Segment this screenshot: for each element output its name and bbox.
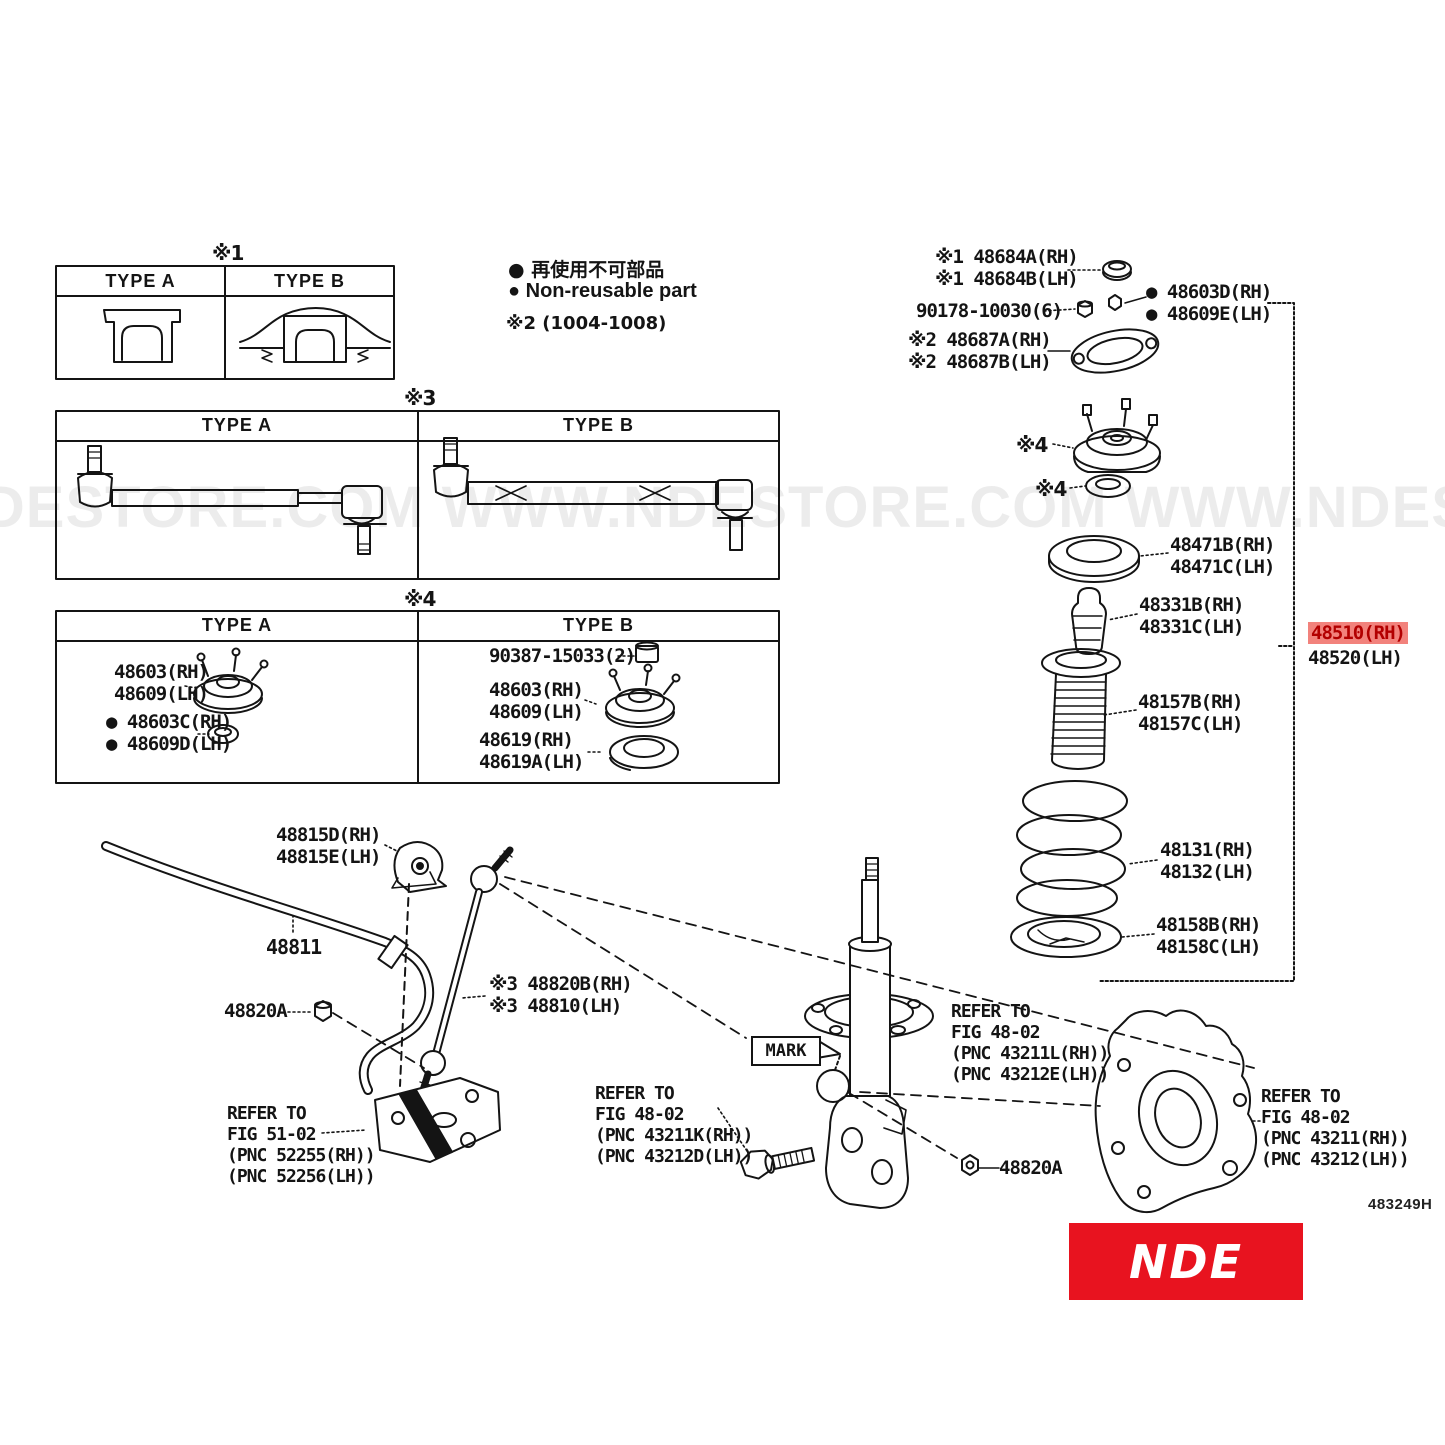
legend-non-reusable-jp: ● 再使用不可部品	[508, 259, 665, 281]
knuckle-drawing	[1094, 1009, 1257, 1214]
stabilizer-link-label: ※3 48820B(RH) ※3 48810(LH)	[489, 973, 633, 1017]
leader-lines-solid	[978, 296, 1147, 1169]
stabilizer-link-drawing	[416, 846, 514, 1104]
stabilizer-nut-right-label: 48820A	[999, 1157, 1063, 1179]
assembly-bracket	[1099, 302, 1295, 982]
support-gasket-label: ※2 48687A(RH) ※2 48687B(LH)	[908, 329, 1052, 373]
table-3-header-type-b: TYPE B	[562, 415, 634, 435]
body-bracket-drawing	[374, 1077, 501, 1163]
table-4-ref: ※4	[404, 587, 436, 611]
support-cap-label: ※1 48684A(RH) ※1 48684B(LH)	[935, 246, 1079, 290]
support-cap-drawing	[1102, 260, 1132, 281]
coil-spring-label: 48131(RH) 48132(LH)	[1160, 839, 1255, 883]
dust-cover-drawing	[1041, 648, 1121, 770]
table-3-header-type-a: TYPE A	[201, 415, 273, 435]
table-3-ref: ※3	[404, 386, 436, 410]
legend-non-reusable-en: ● Non-reusable part	[508, 280, 697, 302]
spring-lower-seat-drawing	[1010, 916, 1122, 958]
support-gasket-drawing	[1070, 328, 1160, 374]
stabilizer-bush-label: 48815D(RH) 48815E(LH)	[276, 824, 381, 868]
legend-note: ※2 (1004-1008)	[506, 313, 667, 334]
stabilizer-bar-drawing	[101, 841, 435, 1095]
figure-code: 483249H	[1368, 1196, 1433, 1213]
stabilizer-nut-left-label: 48820A	[224, 1000, 288, 1022]
spring-bumper-drawing	[1071, 587, 1107, 655]
bearing-mark-label: ※4	[1035, 477, 1067, 501]
stabilizer-bush-drawing	[391, 841, 447, 893]
assembly-dashed-lines	[332, 876, 1255, 1159]
stabilizer-nut-right-drawing	[961, 1154, 979, 1176]
coil-spring-drawing	[1016, 780, 1128, 917]
strut-bolt-drawing	[739, 1146, 816, 1180]
support-washer-label: ● 48603D(RH) ● 48609E(LH)	[1146, 281, 1272, 325]
support-nut-label: 90178-10030(6)	[916, 300, 1063, 322]
mark-tag-text: MARK	[765, 1041, 807, 1061]
stabilizer-bar-label: 48811	[266, 935, 322, 959]
table-4-header-type-a: TYPE A	[201, 615, 273, 635]
spring-lower-seat-label: 48158B(RH) 48158C(LH)	[1156, 914, 1261, 958]
table-4-a-support-label: 48603(RH) 48609(LH)	[114, 661, 209, 705]
refer-fig-48-02-bolt: REFER TO FIG 48-02 (PNC 43211K(RH)) (PNC…	[595, 1083, 753, 1167]
table-1-ref: ※1	[212, 241, 244, 265]
support-washer-nut-drawing	[1108, 294, 1122, 311]
mark-tag: MARK	[751, 1036, 821, 1066]
table-1-header-type-b: TYPE B	[273, 271, 345, 291]
dust-cover-label: 48157B(RH) 48157C(LH)	[1138, 691, 1243, 735]
refer-fig-51-02: REFER TO FIG 51-02 (PNC 52255(RH)) (PNC …	[227, 1103, 376, 1187]
shock-absorber-lh-label: 48520(LH)	[1308, 647, 1403, 669]
table-4-b-support-label: 48603(RH) 48609(LH)	[489, 679, 584, 723]
table-4-b-bush-label: 90387-15033(2)	[489, 645, 636, 667]
leader-lines	[287, 269, 1261, 1152]
strut-support-drawing	[1073, 398, 1161, 473]
table-1-header-type-a: TYPE A	[105, 271, 176, 291]
support-mark-label: ※4	[1016, 433, 1048, 457]
brand-box: NDE	[1069, 1223, 1303, 1300]
table-3-lineart	[55, 410, 780, 580]
watermark-text: NDESTORE.COM WWW.NDESTORE.COM WWW.NDESTO…	[0, 475, 1445, 540]
support-bearing-drawing	[1085, 474, 1131, 498]
table-4-header-type-b: TYPE B	[562, 615, 634, 635]
table-4-b-dust-seal-label: 48619(RH) 48619A(LH)	[479, 729, 584, 773]
shock-absorber-rh-label: 48510(RH)	[1308, 622, 1408, 644]
spring-upper-seat-label: 48471B(RH) 48471C(LH)	[1170, 534, 1275, 578]
stabilizer-nut-left-drawing	[314, 1000, 332, 1022]
spring-upper-seat-drawing	[1048, 535, 1140, 583]
center-dashed-line	[399, 883, 410, 1087]
spring-bumper-label: 48331B(RH) 48331C(LH)	[1139, 594, 1244, 638]
strut-drawing	[804, 857, 934, 1209]
brand-logo-text: NDE	[1128, 1234, 1244, 1289]
table-1-lineart	[55, 265, 395, 380]
refer-fig-48-02-knuckle: REFER TO FIG 48-02 (PNC 43211(RH)) (PNC …	[1261, 1086, 1410, 1170]
table-4-a-dust-seal-label: ● 48603C(RH) ● 48609D(LH)	[106, 711, 232, 755]
support-nut-drawing	[1077, 300, 1093, 318]
table-4-lineart	[55, 610, 780, 784]
refer-fig-48-02-nut: REFER TO FIG 48-02 (PNC 43211L(RH)) (PNC…	[951, 1001, 1109, 1085]
